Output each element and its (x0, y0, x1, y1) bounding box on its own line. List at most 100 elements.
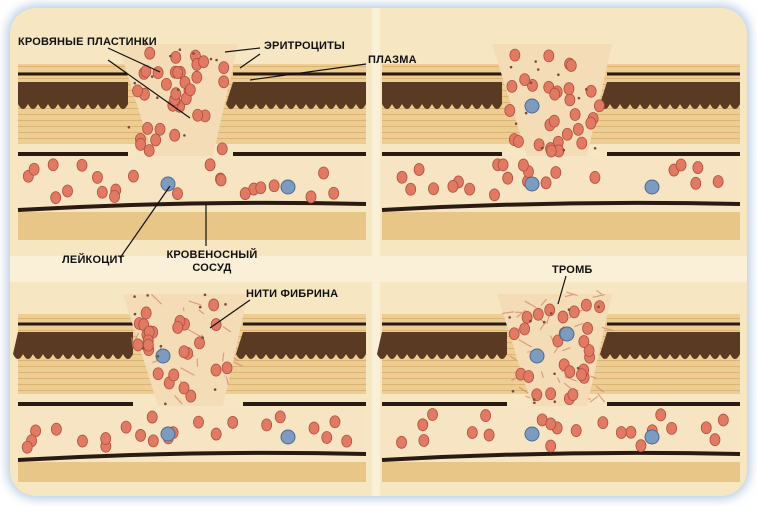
erythrocyte (465, 183, 475, 195)
erythrocyte (136, 429, 146, 441)
erythrocyte (155, 123, 165, 135)
erythrocyte (564, 83, 574, 95)
erythrocyte (161, 78, 171, 90)
platelet-dot (169, 55, 172, 58)
erythrocyte (503, 172, 513, 184)
erythrocyte (576, 369, 586, 381)
erythrocyte (217, 143, 227, 155)
erythrocyte (51, 192, 61, 204)
leukocyte (525, 427, 539, 441)
fibrin-thread (596, 290, 602, 294)
platelet-dot (164, 403, 167, 406)
erythrocyte (414, 164, 424, 176)
erythrocyte (128, 170, 138, 182)
erythrocyte (406, 183, 416, 195)
erythrocyte (194, 416, 204, 428)
erythrocyte (520, 74, 530, 86)
platelet-dot (533, 401, 536, 404)
erythrocyte (151, 134, 161, 146)
erythrocyte (319, 167, 329, 179)
erythrocyte (133, 339, 143, 351)
platelet-dot (156, 96, 159, 99)
erythrocyte (322, 431, 332, 443)
platelet-dot (204, 294, 207, 297)
erythrocyte (22, 441, 32, 453)
fibrin-thread (183, 307, 184, 311)
erythrocyte (143, 339, 153, 351)
platelet-dot (533, 398, 536, 401)
erythrocyte (211, 428, 221, 440)
platelet-dot (134, 313, 137, 316)
leukocyte (281, 430, 295, 444)
erythrocyte (505, 104, 515, 116)
platelet-dot (199, 306, 202, 309)
erythrocyte (216, 174, 226, 186)
panel-1 (18, 43, 366, 240)
erythrocyte (172, 188, 182, 200)
platelet-dot (210, 58, 213, 61)
erythrocyte (429, 183, 439, 195)
erythrocyte (179, 346, 189, 358)
erythrocyte (718, 414, 728, 426)
label-fibrin: НИТИ ФИБРИНА (246, 288, 338, 301)
erythrocyte (173, 67, 183, 79)
erythrocyte (145, 47, 155, 59)
erythrocyte (170, 129, 180, 141)
erythrocyte (397, 436, 407, 448)
fibrin-thread (598, 393, 605, 402)
erythrocyte (330, 416, 340, 428)
platelet-dot (525, 112, 528, 115)
platelet-dot (553, 372, 556, 375)
panel-divider-vertical (372, 8, 380, 496)
erythrocyte (419, 434, 429, 446)
platelet-dot (515, 122, 518, 125)
erythrocyte (573, 123, 583, 135)
label-plasma: ПЛАЗМА (368, 54, 417, 67)
erythrocyte (520, 323, 530, 335)
erythrocyte (590, 171, 600, 183)
erythrocyte (101, 433, 111, 445)
erythrocyte (448, 180, 458, 192)
erythrocyte (509, 328, 519, 340)
platelet-dot (214, 388, 217, 391)
erythrocyte (550, 88, 560, 100)
erythrocyte (121, 421, 131, 433)
erythrocyte (691, 177, 701, 189)
leukocyte (161, 427, 175, 441)
erythrocyte (524, 370, 534, 382)
erythrocyte (173, 322, 183, 334)
label-platelets: КРОВЯНЫЕ ПЛАСТИНКИ (18, 36, 157, 49)
erythrocyte (240, 188, 250, 200)
label-vessel: КРОВЕНОСНЫЙ СОСУД (160, 249, 264, 275)
erythrocyte (598, 417, 608, 429)
erythrocyte (545, 304, 555, 316)
erythrocyte (710, 434, 720, 446)
platelet-dot (530, 81, 533, 84)
platelet-dot (562, 149, 565, 152)
erythrocyte (29, 163, 39, 175)
erythrocyte (656, 409, 666, 421)
erythrocyte (616, 426, 626, 438)
erythrocyte (467, 426, 477, 438)
leukocyte (530, 349, 544, 363)
erythrocyte (533, 308, 543, 320)
leukocyte (645, 430, 659, 444)
panel-4 (377, 290, 740, 482)
lower-tissue (18, 462, 366, 482)
platelet-dot (146, 294, 149, 297)
erythrocyte (713, 175, 723, 187)
erythrocyte (667, 422, 677, 434)
erythrocyte (577, 137, 587, 149)
erythrocyte (306, 191, 316, 203)
platelet-dot (192, 52, 195, 55)
erythrocyte (562, 128, 572, 140)
erythrocyte (77, 435, 87, 447)
erythrocyte (498, 159, 508, 171)
platelet-dot (553, 400, 556, 403)
erythrocyte (428, 409, 438, 421)
erythrocyte (513, 135, 523, 147)
erythrocyte (51, 423, 61, 435)
erythrocyte (546, 388, 556, 400)
erythrocyte (636, 440, 646, 452)
erythrocyte (222, 362, 232, 374)
